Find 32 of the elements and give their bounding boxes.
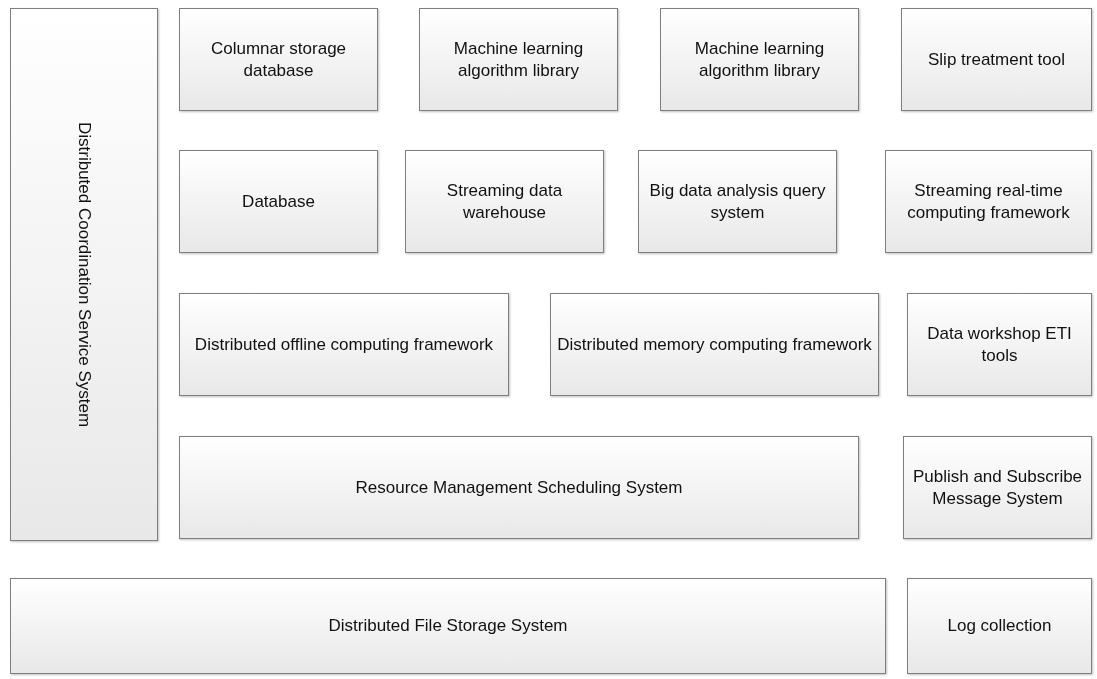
- box-label: Distributed offline computing framework: [194, 333, 494, 356]
- box-label: Machine learning algorithm library: [693, 38, 826, 81]
- process-box: [660, 8, 859, 111]
- process-box: [10, 8, 158, 541]
- box-label: Publish and Subscribe Message System: [911, 466, 1084, 509]
- process-box: [179, 150, 378, 253]
- process-box: [885, 150, 1092, 253]
- box-label: Big data analysis query system: [648, 180, 827, 223]
- box-label: Database: [242, 190, 315, 213]
- process-box: [550, 293, 879, 396]
- process-box: [907, 578, 1092, 674]
- box-label: Distributed memory computing framework: [557, 333, 872, 356]
- box-label: Columnar storage database: [209, 38, 348, 81]
- box-label: Machine learning algorithm library: [452, 38, 585, 81]
- box-label: Distributed Coordination Service System: [73, 121, 95, 428]
- box-label: Slip treatment tool: [928, 48, 1065, 71]
- process-box: [405, 150, 604, 253]
- box-label: Data workshop ETI tools: [926, 323, 1073, 366]
- process-box: [419, 8, 618, 111]
- process-box: [907, 293, 1092, 396]
- box-label: Log collection: [947, 615, 1052, 637]
- process-box: [10, 578, 886, 674]
- process-box: [179, 8, 378, 111]
- process-box: [179, 293, 509, 396]
- box-label: Resource Management Scheduling System: [355, 476, 683, 499]
- box-label: Distributed File Storage System: [328, 615, 568, 637]
- process-box: [901, 8, 1092, 111]
- process-box: [638, 150, 837, 253]
- box-label: Streaming real-time computing framework: [906, 180, 1071, 223]
- process-box: [903, 436, 1092, 539]
- box-label: Streaming data warehouse: [445, 180, 564, 223]
- process-box: [179, 436, 859, 539]
